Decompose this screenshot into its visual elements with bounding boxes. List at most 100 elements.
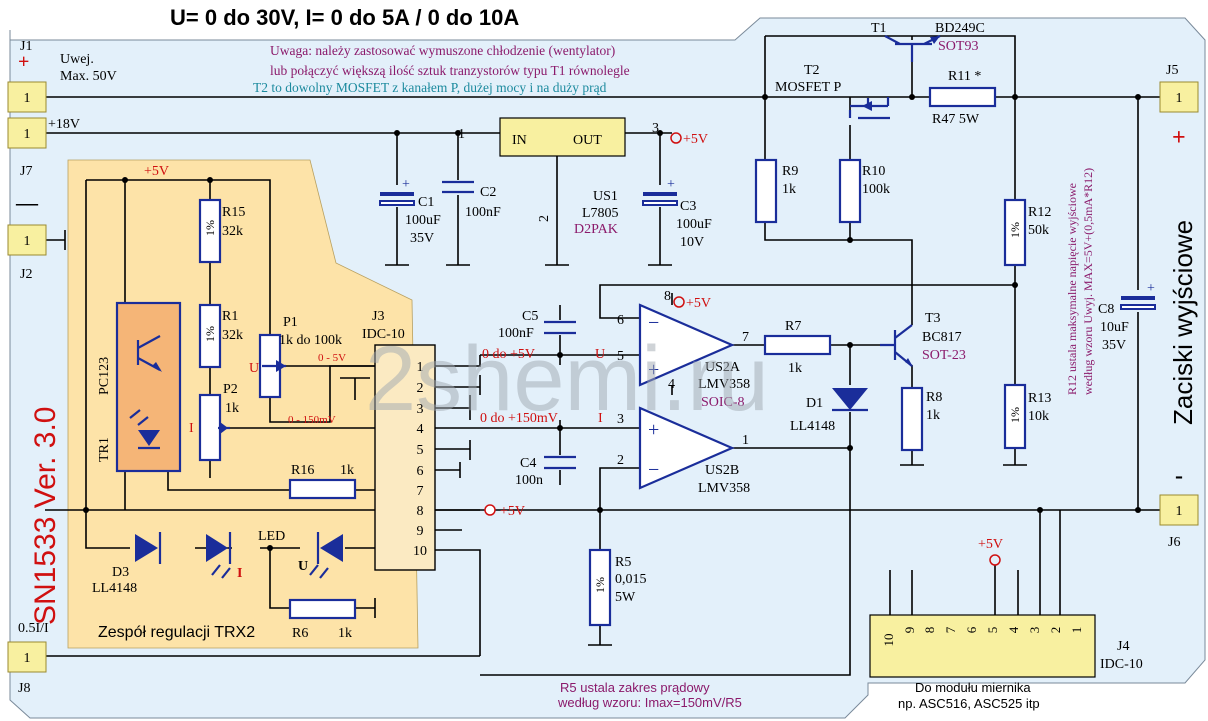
svg-text:+: +: [648, 359, 659, 381]
r12-note1: R12 ustala maksymalne napięcie wyjściowe: [1065, 183, 1079, 395]
j3-5v-label: +5V: [500, 504, 525, 519]
j8-ref: J8: [18, 681, 30, 696]
r7-ref: R7: [785, 319, 801, 334]
tr1-ref: TR1: [97, 437, 112, 462]
j4-type: IDC-10: [1100, 657, 1143, 672]
t2-ref: T2: [804, 63, 820, 78]
transistor-t1: [884, 35, 941, 62]
svg-text:−: −: [648, 459, 659, 481]
r7-value: 1k: [788, 361, 802, 376]
r8-ref: R8: [926, 390, 942, 405]
svg-text:1: 1: [417, 360, 424, 375]
j8-label: 0.5I/I: [18, 621, 49, 636]
opamp-us2a: − +: [638, 303, 735, 387]
svg-text:1%: 1%: [593, 577, 607, 593]
svg-text:8: 8: [922, 627, 937, 634]
r8-value: 1k: [926, 408, 940, 423]
d3-part: LL4148: [92, 581, 137, 596]
j4-ref: J4: [1117, 639, 1129, 654]
svg-text:+: +: [648, 419, 659, 441]
t3-pkg: SOT-23: [922, 348, 966, 363]
us1-part: L7805: [582, 206, 619, 221]
capacitor-c8: +: [1120, 281, 1156, 310]
connector-j6[interactable]: 1: [1159, 494, 1199, 526]
led-voltage-indicator: [309, 532, 343, 579]
resistor-r11: [928, 86, 997, 108]
us2a-vcc-terminal: [673, 296, 685, 308]
svg-text:+: +: [1147, 281, 1155, 296]
j3-type: IDC-10: [362, 327, 405, 342]
resistor-r8: [900, 386, 924, 452]
connector-j3[interactable]: 1 2 3 4 5 6 7 8 9 10: [374, 344, 436, 571]
svg-text:6: 6: [964, 626, 979, 633]
svg-text:8: 8: [417, 504, 424, 519]
connector-j1[interactable]: 1: [7, 81, 47, 113]
c8-value: 10uF: [1100, 320, 1129, 335]
us2b-pin1: 1: [742, 433, 749, 448]
c3-value: 100uF: [676, 217, 712, 232]
led-current-indicator: [206, 532, 232, 579]
r15-value: 32k: [222, 224, 243, 239]
r11-value: R47 5W: [932, 112, 980, 127]
vcc-5v-terminal: [670, 132, 682, 144]
capacitor-c4: [544, 455, 576, 470]
output-terminals-label: Zaciski wyjściowe: [1168, 220, 1198, 425]
c5-value: 100nF: [498, 326, 534, 341]
j1-label: Uwej.: [60, 52, 94, 67]
resistor-r12: 1%: [1003, 198, 1027, 267]
c5-ref: C5: [522, 309, 538, 324]
c8-ref: C8: [1098, 302, 1114, 317]
j6-minus-sign: -: [1175, 463, 1183, 489]
us2a-vcc-label: +5V: [686, 296, 711, 311]
c1-value: 100uF: [405, 213, 441, 228]
resistor-r16: [288, 478, 357, 500]
trx2-module-area: [67, 159, 419, 649]
us2a-ref: US2A: [705, 360, 741, 375]
t3-part: BC817: [922, 330, 962, 345]
connector-j4[interactable]: 10 9 8 7 6 5 4 3 2 1: [869, 614, 1096, 678]
meter-note1: Do modułu miernika: [915, 680, 1031, 695]
us1-ref: US1: [593, 189, 618, 204]
j4-5v-terminal: [989, 554, 1001, 566]
potentiometer-p2[interactable]: [198, 393, 230, 462]
r13-ref: R13: [1028, 391, 1051, 406]
transistor-t3: [880, 324, 913, 367]
potentiometer-p1[interactable]: [258, 333, 286, 399]
c2-ref: C2: [480, 185, 496, 200]
t1-pkg: SOT93: [938, 39, 978, 54]
resistor-r7: [763, 334, 832, 356]
svg-text:1: 1: [24, 91, 31, 106]
us1-pkg: D2PAK: [574, 222, 618, 237]
led-i-mark: I: [237, 566, 242, 581]
tr1-part: PC123: [97, 357, 112, 395]
svg-text:1: 1: [24, 234, 31, 249]
r9-ref: R9: [782, 164, 798, 179]
j7-label: +18V: [48, 117, 80, 132]
c2-value: 100nF: [465, 205, 501, 220]
r6-value: 1k: [338, 626, 352, 641]
r11-ref: R11 *: [948, 69, 981, 84]
mosfet-t2: [848, 97, 890, 120]
us1-pin1: 1: [458, 127, 465, 142]
j1-sublabel: Max. 50V: [60, 69, 117, 84]
r6-ref: R6: [292, 626, 308, 641]
led-label: LED: [258, 529, 285, 544]
opamp-us2b: + −: [638, 406, 735, 490]
svg-text:5: 5: [417, 443, 424, 458]
us2a-pin8: 8: [664, 289, 671, 304]
svg-text:6: 6: [417, 464, 424, 479]
svg-text:−: −: [648, 312, 659, 334]
resistor-r13: 1%: [1003, 383, 1027, 450]
us2b-ref: US2B: [705, 463, 739, 478]
r1-ref: R1: [222, 309, 238, 324]
connector-j5[interactable]: 1: [1159, 81, 1199, 113]
connector-j2[interactable]: 1: [7, 224, 47, 256]
us2a-pkg: SOIC-8: [701, 395, 745, 410]
connector-j7[interactable]: 1: [7, 117, 47, 149]
connector-j8[interactable]: 1: [7, 641, 47, 673]
c3-ref: C3: [680, 199, 696, 214]
p1-ref: P1: [283, 315, 298, 330]
us1-pin2: 2: [537, 215, 552, 222]
